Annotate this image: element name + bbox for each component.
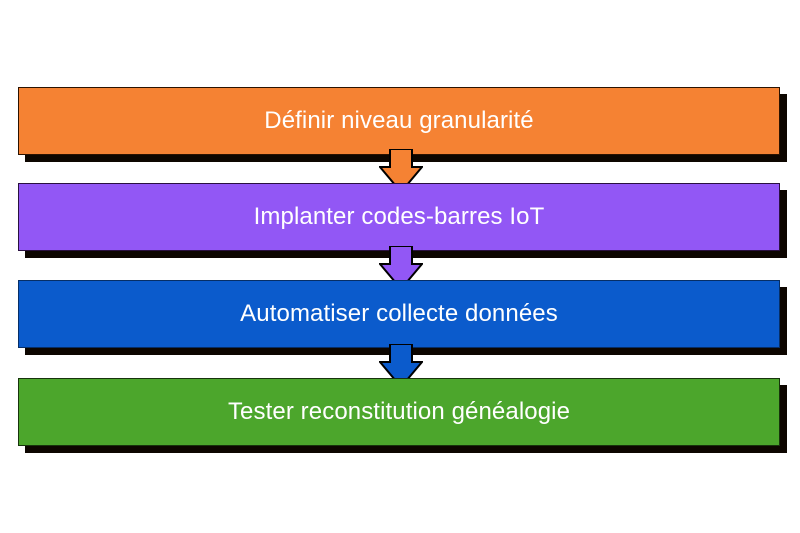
connector-arrow-2 (379, 246, 423, 290)
arrow-down-icon (379, 246, 423, 290)
step-implanter-codes-barres-iot[interactable]: Implanter codes-barres IoT (18, 183, 780, 251)
arrow-down-icon (379, 344, 423, 388)
step-label: Définir niveau granularité (264, 107, 534, 134)
arrow-down-icon (379, 149, 423, 193)
step-automatiser-collecte-donnees[interactable]: Automatiser collecte données (18, 280, 780, 348)
step-tester-reconstitution-genealogie[interactable]: Tester reconstitution généalogie (18, 378, 780, 446)
step-label: Implanter codes-barres IoT (253, 203, 545, 230)
step-label: Automatiser collecte données (240, 300, 558, 327)
connector-arrow-3 (379, 344, 423, 388)
connector-arrow-1 (379, 149, 423, 193)
step-label: Tester reconstitution généalogie (227, 398, 571, 425)
step-definir-niveau-granularite[interactable]: Définir niveau granularité (18, 87, 780, 155)
